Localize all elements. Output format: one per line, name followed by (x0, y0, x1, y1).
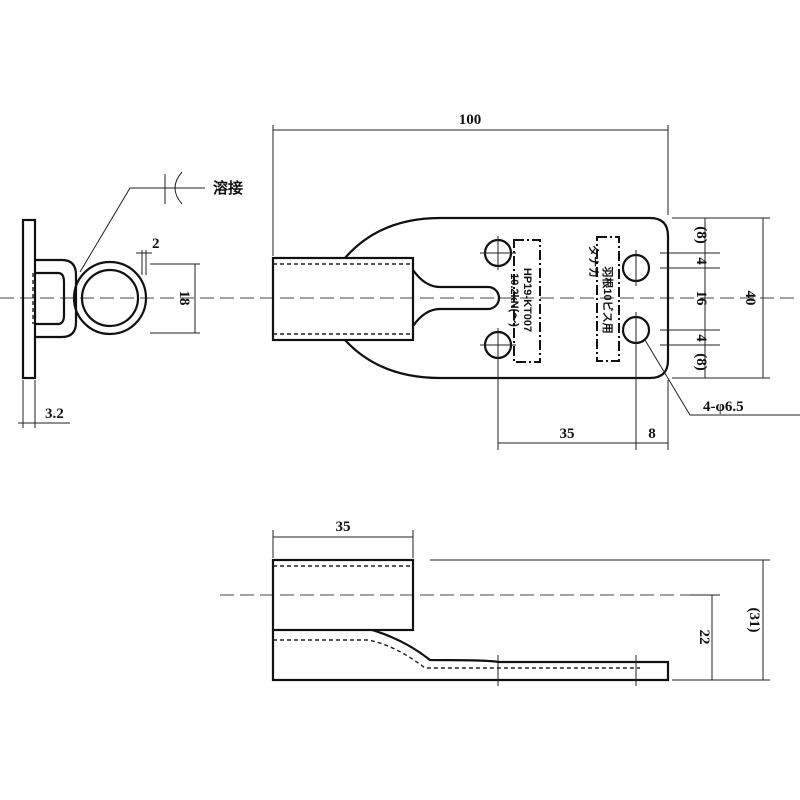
mark-right-line1: 羽根10ビス用 (601, 266, 615, 333)
dim-edge-bottom: (8) (693, 353, 709, 371)
top-view: HP19-KT007 10.2kN(～) 羽根10ビス用 タナカ 100 (8)… (271, 112, 800, 450)
weld-label: 溶接 (213, 179, 243, 197)
side-view: 35 22 (31) (271, 519, 770, 686)
dim-pitch-mid: 16 (693, 291, 709, 307)
dim-holes: 4-φ6.5 (703, 399, 744, 415)
end-view: 2 18 3.2 溶接 (18, 171, 243, 428)
dim-pitch-top: 4 (693, 257, 709, 265)
dim-width: 40 (742, 291, 758, 306)
mark-right-line2: タナカ (587, 245, 600, 278)
dim-pitch-bottom: 4 (693, 334, 709, 342)
dim-edge-top: (8) (693, 226, 709, 244)
dim-hole-pitch: 35 (560, 426, 575, 442)
dim-wall: 2 (152, 236, 160, 252)
dim-side-center: 22 (696, 630, 712, 645)
dim-side-tube: 35 (336, 519, 351, 535)
dim-overall-length: 100 (459, 112, 482, 128)
dim-plate-thk: 3.2 (45, 406, 64, 422)
dim-side-total: (31) (746, 608, 762, 633)
mark-left-line2: 10.2kN(～) (508, 273, 520, 327)
dim-hole-edge: 8 (648, 426, 656, 442)
dim-tube-dia: 18 (176, 291, 192, 306)
mark-left-line1: HP19-KT007 (521, 268, 533, 332)
